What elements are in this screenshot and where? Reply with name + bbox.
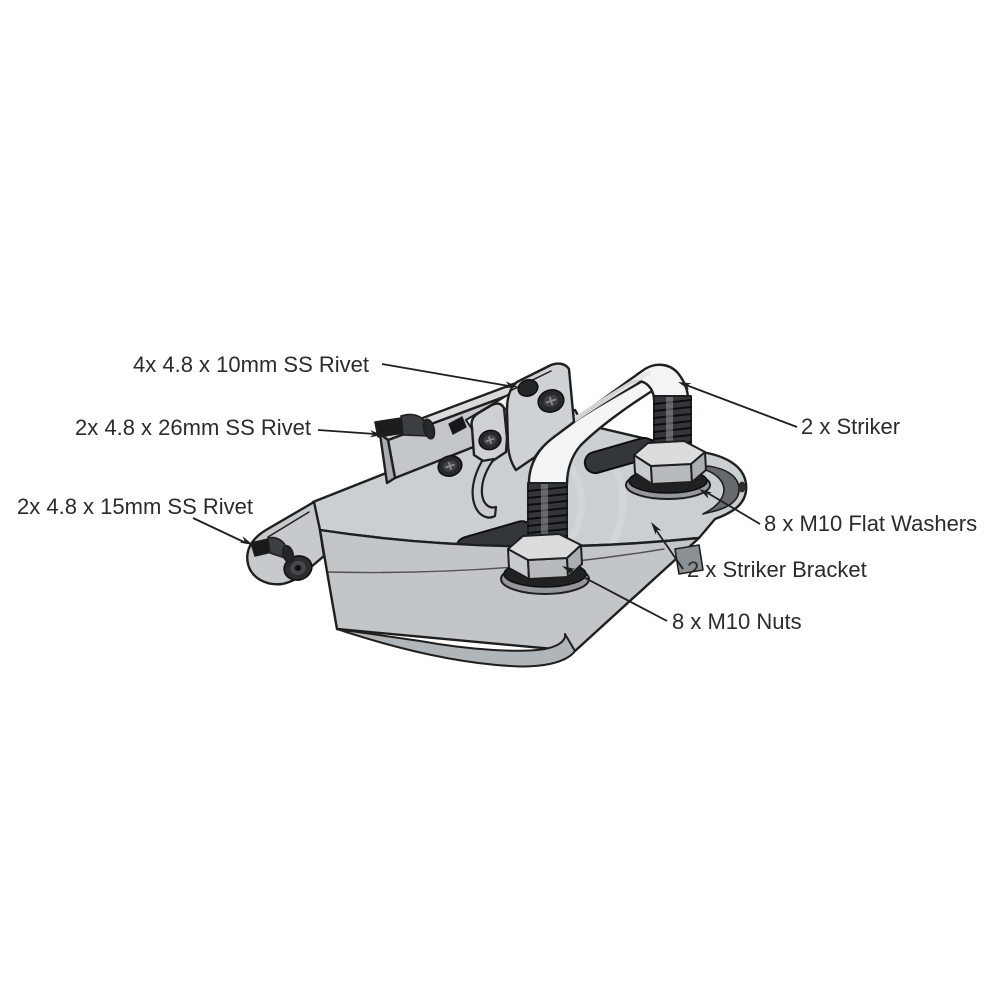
leader-flat-washers <box>705 491 761 525</box>
back-wall-end-cap <box>378 432 397 485</box>
arrowhead-flat-washers <box>699 489 712 499</box>
leader-lines <box>192 363 798 622</box>
leader-striker <box>685 384 798 428</box>
hex-nut-right <box>633 440 707 485</box>
label-m10-nuts: 8 x M10 Nuts <box>672 609 802 634</box>
leader-rivet-15mm <box>192 517 247 544</box>
flange-crease-line <box>326 548 665 574</box>
threaded-leg-right <box>653 395 692 453</box>
arrowhead-rivet-10mm <box>504 381 518 389</box>
rivet-15mm-part <box>250 536 295 564</box>
curl-end-hole <box>738 481 746 493</box>
label-flat-washers: 8 x M10 Flat Washers <box>764 511 977 536</box>
leader-rivet-26mm <box>317 429 376 435</box>
leader-striker-bracket <box>655 529 684 570</box>
label-striker: 2 x Striker <box>801 414 900 439</box>
leader-arrowheads <box>239 381 712 576</box>
label-rivet-26mm: 2x 4.8 x 26mm SS Rivet <box>75 415 311 440</box>
arrowhead-striker <box>678 382 692 390</box>
arrowhead-rivet-26mm <box>369 430 383 438</box>
leader-rivet-10mm <box>381 363 510 387</box>
leader-m10-nuts <box>569 569 668 622</box>
arrowhead-rivet-15mm <box>239 536 253 545</box>
rivet-10mm-head-top <box>517 379 539 397</box>
label-rivet-10mm: 4x 4.8 x 10mm SS Rivet <box>133 352 369 377</box>
arrowhead-m10-nuts <box>562 566 576 576</box>
arrowhead-striker-bracket <box>651 522 662 535</box>
ear-bevel-line <box>267 511 310 538</box>
riser-rivet-head <box>537 389 565 413</box>
wall-rivet-head <box>437 455 463 477</box>
curl-inner-shadow <box>698 465 740 515</box>
bracket-front-flange <box>318 528 701 653</box>
pad-rivet-head <box>478 429 502 451</box>
hook-strap <box>471 457 498 519</box>
assembly-illustration <box>246 362 748 668</box>
striker-rod-highlight <box>565 370 651 427</box>
callout-labels: 4x 4.8 x 10mm SS Rivet 2x 4.8 x 26mm SS … <box>17 352 977 634</box>
rivet-26mm-part <box>374 413 436 440</box>
rivet-mandrel-nub <box>448 416 467 435</box>
label-rivet-15mm: 2x 4.8 x 15mm SS Rivet <box>17 494 253 519</box>
flange-rolled-lip <box>336 628 576 668</box>
label-striker-bracket: 2 x Striker Bracket <box>687 557 867 582</box>
